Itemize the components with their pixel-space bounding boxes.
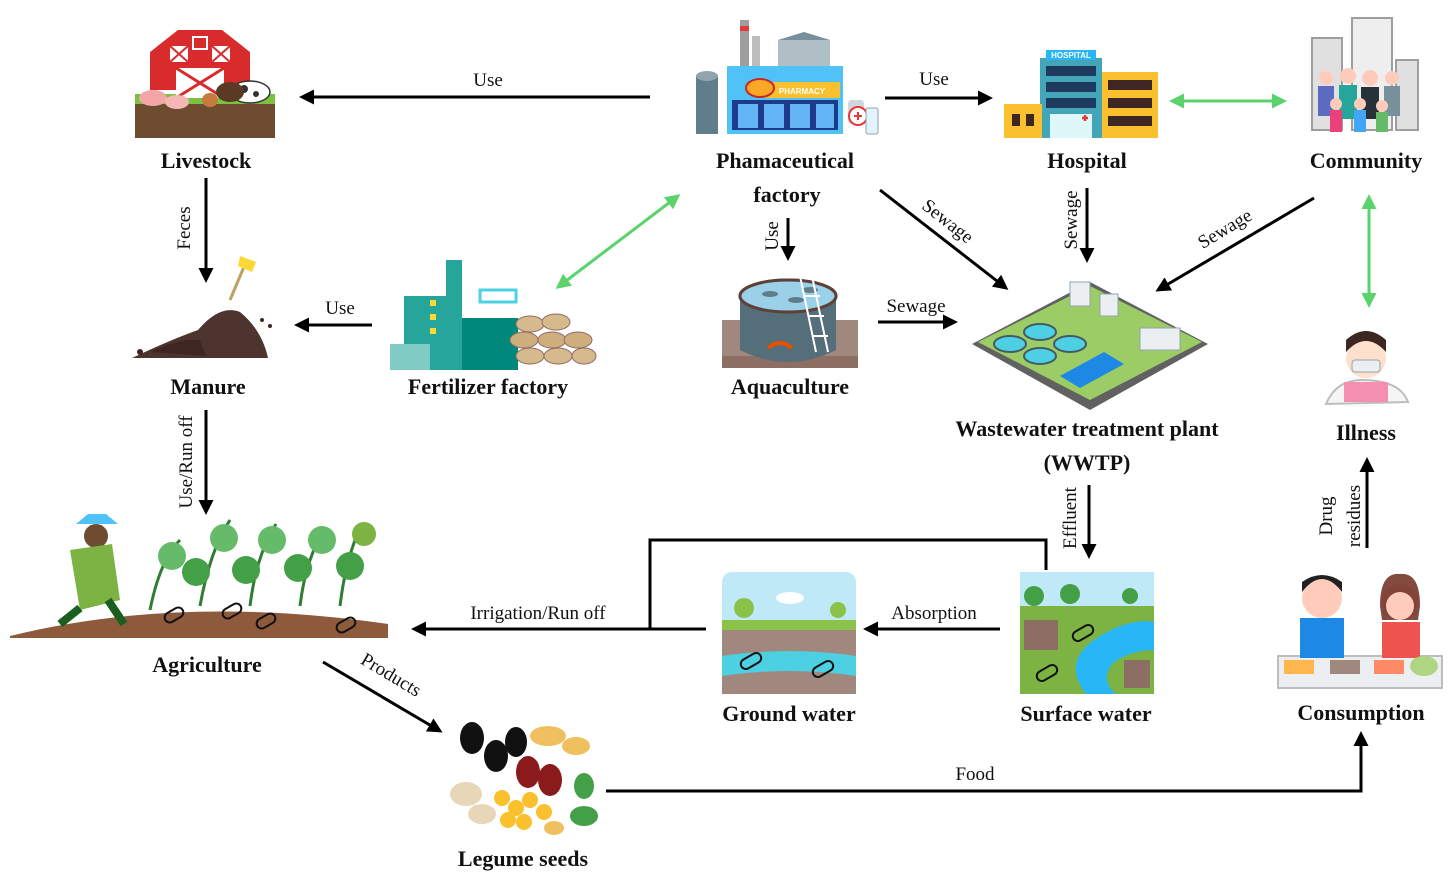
node-label-fertilizer: Fertilizer factory [408, 374, 568, 399]
line-surface-bypass [648, 538, 1048, 629]
hospital-icon: HOSPITAL [1004, 50, 1158, 138]
node-label-consumption: Consumption [1297, 700, 1424, 725]
edge-label-agriculture-legume: Products [357, 649, 425, 701]
ground-water-icon [722, 572, 856, 694]
edge-label-pharma-wwtp: Sewage [918, 195, 977, 248]
svg-text:HOSPITAL: HOSPITAL [1051, 51, 1091, 60]
surface-water-icon [1020, 572, 1154, 694]
factory-icon: PHARMACY [696, 20, 879, 135]
edge-label-aquaculture-wwtp: Sewage [886, 296, 945, 317]
node-label-illness: Illness [1336, 420, 1396, 445]
legume-seeds-icon [450, 722, 598, 835]
edge-label-water-agriculture: Irrigation/Run off [470, 603, 606, 624]
arrow-agriculture-to-legume [322, 660, 443, 733]
wwtp-plant-icon [972, 281, 1208, 410]
node-label-pharma-line2: factory [753, 182, 820, 207]
node-label-community: Community [1310, 148, 1422, 173]
edge-label-residues: residues [1344, 485, 1365, 547]
arrow-fertilizer-pharma [555, 194, 681, 289]
edge-label-fertilizer-manure: Use [325, 298, 355, 319]
node-label-pharma-line1: Phamaceutical [716, 148, 854, 173]
arrow-community-to-wwtp [1155, 196, 1315, 292]
node-label-livestock: Livestock [161, 148, 252, 173]
illness-patient-icon [1324, 331, 1410, 406]
edge-label-wwtp-surface: Effluent [1060, 486, 1081, 549]
node-label-aquaculture: Aquaculture [731, 374, 849, 399]
node-label-groundwater: Ground water [722, 701, 856, 726]
edge-label-legume-consumption: Food [955, 764, 995, 785]
edge-label-hospital-wwtp: Sewage [1061, 190, 1082, 249]
edge-label-manure-agriculture: Use/Run off [176, 415, 197, 509]
edge-label-drug: Drug [1316, 496, 1337, 536]
fertilizer-factory-icon [390, 260, 597, 370]
node-label-wwtp-line2: (WWTP) [1044, 450, 1131, 475]
node-label-wwtp-line1: Wastewater treatment plant [955, 416, 1219, 441]
edge-label-pharma-livestock: Use [473, 70, 503, 91]
node-label-legume: Legume seeds [458, 846, 589, 871]
svg-text:PHARMACY: PHARMACY [779, 87, 826, 96]
manure-icon [132, 256, 272, 358]
community-icon [1311, 17, 1419, 132]
edge-label-pharma-hospital: Use [919, 69, 949, 90]
arrows [198, 89, 1377, 793]
node-label-surfacewater: Surface water [1020, 701, 1152, 726]
consumption-dining-icon [1277, 573, 1443, 689]
node-label-hospital: Hospital [1047, 148, 1126, 173]
arrow-legume-to-consumption [606, 731, 1369, 793]
edge-label-community-wwtp: Sewage [1194, 205, 1255, 253]
node-labels: Livestock Phamaceutical factory Hospital… [152, 148, 1424, 871]
node-label-manure: Manure [170, 374, 246, 399]
edge-label-pharma-aquaculture: Use [762, 221, 783, 251]
aquaculture-pond-icon [722, 275, 858, 368]
agriculture-field-icon [10, 514, 388, 638]
node-label-agriculture: Agriculture [152, 652, 262, 677]
edge-label-livestock-manure: Feces [174, 206, 195, 249]
arrow-pharma-to-wwtp [879, 188, 1009, 290]
barn-icon [135, 21, 275, 138]
edge-label-surface-ground: Absorption [891, 603, 977, 624]
